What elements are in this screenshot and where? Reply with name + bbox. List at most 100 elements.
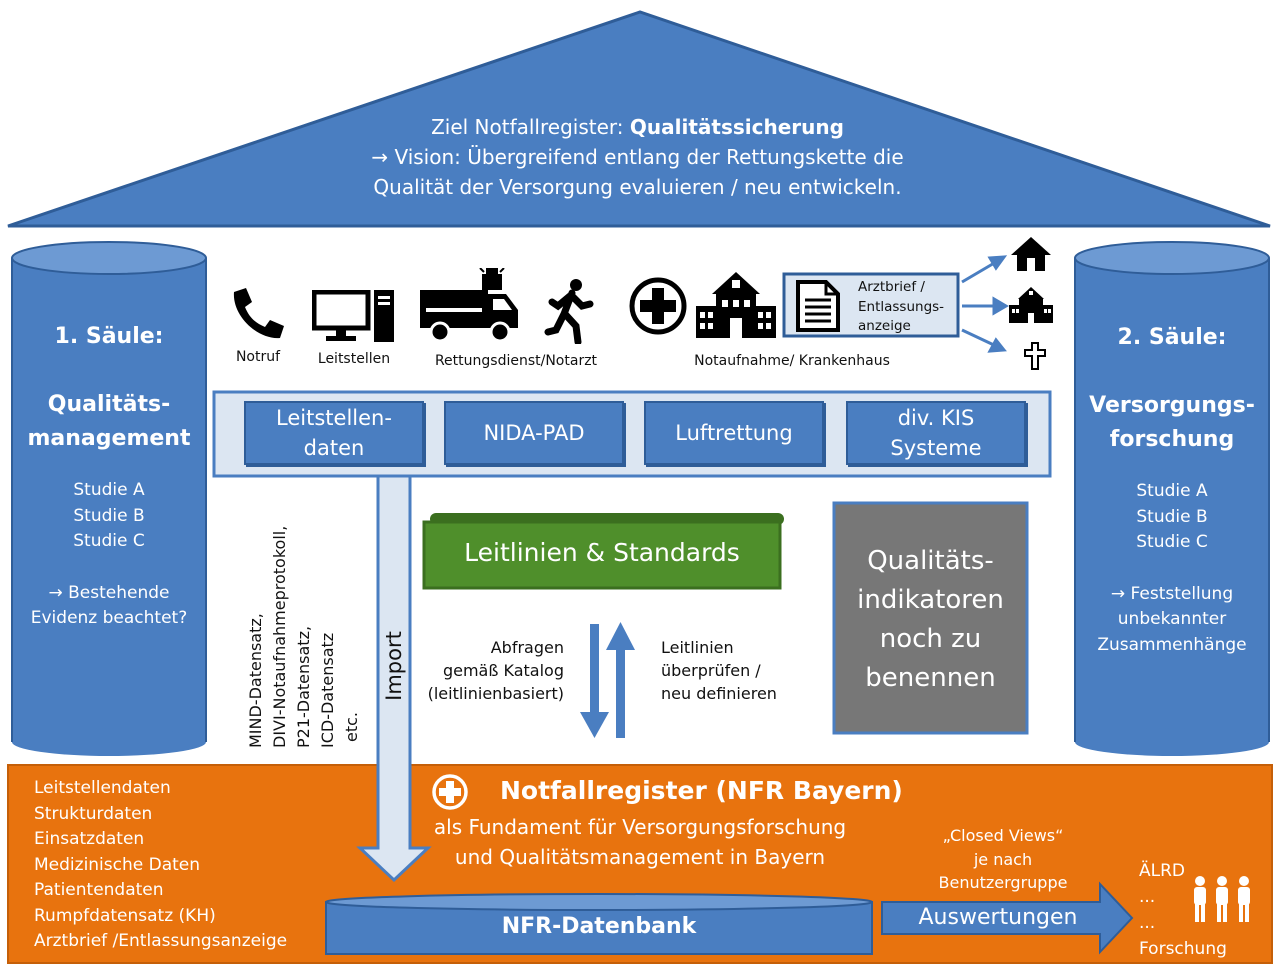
- guidelines-label: Leitlinien & Standards: [464, 538, 740, 567]
- right-pillar-subtitle-1: Versorgungs-: [1089, 393, 1255, 418]
- data-item-einsatzdaten: Einsatzdaten: [34, 829, 145, 849]
- data-item-arztbrief: Arztbrief /Entlassungsanzeige: [34, 931, 288, 951]
- source-kis-line-1: div. KIS: [897, 406, 975, 430]
- roof-vision: → Vision: Übergreifend entlang der Rettu…: [371, 145, 904, 169]
- document-arrows: [961, 255, 1009, 353]
- ambulance-icon: [420, 268, 518, 343]
- database-cylinder: [325, 893, 873, 955]
- notaufnahme-label: Notaufnahme/ Krankenhaus: [694, 353, 890, 369]
- medical-cross-icon: [629, 277, 687, 335]
- roof-vision-2: Qualität der Versorgung evaluieren / neu…: [373, 175, 902, 199]
- source-kis-line-2: Systeme: [890, 436, 982, 460]
- data-item-strukturdaten: Strukturdaten: [34, 803, 153, 824]
- arztbrief-line-3: anzeige: [858, 318, 911, 334]
- source-kis-systeme: div. KIS Systeme: [846, 401, 1026, 465]
- target-ellipsis-2: ...: [1139, 913, 1156, 933]
- import-arrow: [356, 474, 432, 883]
- review-line-2: überprüfen /: [661, 661, 761, 680]
- dataset-etc: etc.: [342, 712, 361, 742]
- data-item-medizinische-daten: Medizinische Daten: [34, 854, 201, 875]
- document-icon: [796, 280, 840, 332]
- source-leitstellendaten-line-2: daten: [303, 436, 365, 460]
- evaluation-targets: ÄLRD ... ... Forschung: [1139, 858, 1249, 962]
- dataset-mind: MIND-Datensatz,: [246, 613, 265, 748]
- foundation-sub-line-1: als Fundament für Versorgungsforschung: [433, 815, 847, 839]
- right-pillar-text: 2. Säule: Versorgungs- forschung Studie …: [1075, 323, 1269, 658]
- query-text: Abfragen gemäß Katalog (leitlinienbasier…: [400, 636, 564, 705]
- phone-icon: [233, 288, 284, 339]
- data-item-leitstellendaten: Leitstellendaten: [34, 778, 171, 798]
- arztbrief-line-1: Arztbrief /: [858, 279, 925, 295]
- guidelines-banner: [422, 513, 784, 590]
- left-pillar: [11, 241, 207, 756]
- right-pillar-subtitle-2: forschung: [1109, 427, 1235, 452]
- roof-text: Ziel Notfallregister: Qualitätssicherung…: [200, 112, 1075, 202]
- dataset-icd: ICD-Datensatz: [318, 632, 337, 748]
- closed-views-text: „Closed Views“ je nach Benutzergruppe: [918, 824, 1088, 895]
- right-study-c: Studie C: [1136, 532, 1208, 552]
- closed-views-line-2: je nach: [973, 849, 1033, 869]
- left-pillar-text: 1. Säule: Qualitäts- management Studie A…: [12, 322, 206, 632]
- query-line-2: gemäß Katalog: [442, 661, 564, 680]
- foundation-cross-icon: [432, 774, 468, 810]
- right-study-b: Studie B: [1136, 506, 1208, 527]
- right-study-a: Studie A: [1136, 481, 1208, 501]
- arztbrief-text: Arztbrief / Entlassungs- anzeige: [858, 278, 958, 337]
- review-line-1: Leitlinien: [661, 638, 734, 657]
- quality-line-2: indikatoren: [857, 585, 1004, 615]
- left-pillar-title: 1. Säule:: [54, 324, 164, 349]
- target-ellipsis-1: ...: [1139, 887, 1156, 907]
- foundation-sub-line-2: und Qualitätsmanagement in Bayern: [454, 845, 826, 869]
- review-line-3: neu definieren: [661, 684, 777, 703]
- walking-person-icon: [544, 279, 594, 344]
- evaluations-arrow: [881, 881, 1134, 955]
- quality-indicators-box: [832, 501, 1029, 735]
- left-study-b: Studie B: [73, 505, 145, 526]
- left-study-c: Studie C: [73, 531, 145, 551]
- data-item-patientendaten: Patientendaten: [34, 880, 164, 900]
- left-study-a: Studie A: [73, 480, 145, 500]
- cross-icon: [1024, 342, 1046, 370]
- target-forschung: Forschung: [1139, 939, 1227, 959]
- computer-icon: [312, 290, 394, 342]
- closed-views-line-1: „Closed Views“: [942, 826, 1064, 845]
- roof-goal-bold: Qualitätssicherung: [629, 115, 844, 139]
- leitstellen-label: Leitstellen: [317, 351, 391, 367]
- closed-views-line-3: Benutzergruppe: [938, 873, 1068, 892]
- notruf-label: Notruf: [235, 349, 281, 365]
- left-note-1: → Bestehende: [48, 582, 170, 603]
- database-label: NFR-Datenbank: [501, 914, 697, 939]
- source-leitstellendaten-line-1: Leitstellen-: [276, 406, 392, 430]
- right-pillar-title: 2. Säule:: [1117, 325, 1227, 350]
- target-alrd: ÄLRD: [1139, 861, 1186, 881]
- left-pillar-subtitle-2: management: [27, 426, 191, 451]
- source-leitstellendaten: Leitstellen-daten: [244, 401, 424, 465]
- right-note-1: → Feststellung: [1110, 583, 1234, 604]
- rettungsdienst-label: Rettungsdienst/Notarzt: [434, 353, 598, 369]
- left-note-2: Evidenz beachtet?: [30, 608, 188, 628]
- right-pillar: [1074, 241, 1270, 756]
- dataset-divi: DIVI-Notaufnahmeprotokoll,: [270, 525, 289, 748]
- quality-line-1: Qualitäts-: [867, 546, 994, 576]
- source-luftrettung-label: Luftrettung: [675, 421, 793, 445]
- review-text: Leitlinien überprüfen / neu definieren: [661, 636, 821, 705]
- query-line-3: (leitlinienbasiert): [427, 684, 564, 703]
- quality-line-3: noch zu: [879, 624, 982, 654]
- roof: [7, 10, 1271, 228]
- source-nida-pad: NIDA-PAD: [444, 401, 624, 465]
- source-nida-pad-label: NIDA-PAD: [483, 421, 585, 445]
- right-note-2: unbekannter: [1117, 609, 1227, 629]
- evaluations-label: Auswertungen: [918, 905, 1078, 930]
- people-icon: [1194, 876, 1250, 922]
- quality-line-4: benennen: [865, 663, 996, 693]
- right-note-3: Zusammenhänge: [1097, 634, 1247, 655]
- dataset-list: MIND-Datensatz, DIVI-Notaufnahmeprotokol…: [244, 516, 368, 748]
- hospital-icon: [696, 272, 776, 338]
- dataset-p21: P21-Datensatz,: [294, 625, 313, 748]
- foundation-title: Notfallregister (NFR Bayern): [500, 776, 903, 805]
- arztbrief-line-2: Entlassungs-: [858, 298, 945, 315]
- quality-indicators-text: Qualitäts- indikatoren noch zu benennen: [834, 542, 1027, 698]
- care-home-icon: [1009, 287, 1053, 323]
- house-icon: [1011, 237, 1051, 271]
